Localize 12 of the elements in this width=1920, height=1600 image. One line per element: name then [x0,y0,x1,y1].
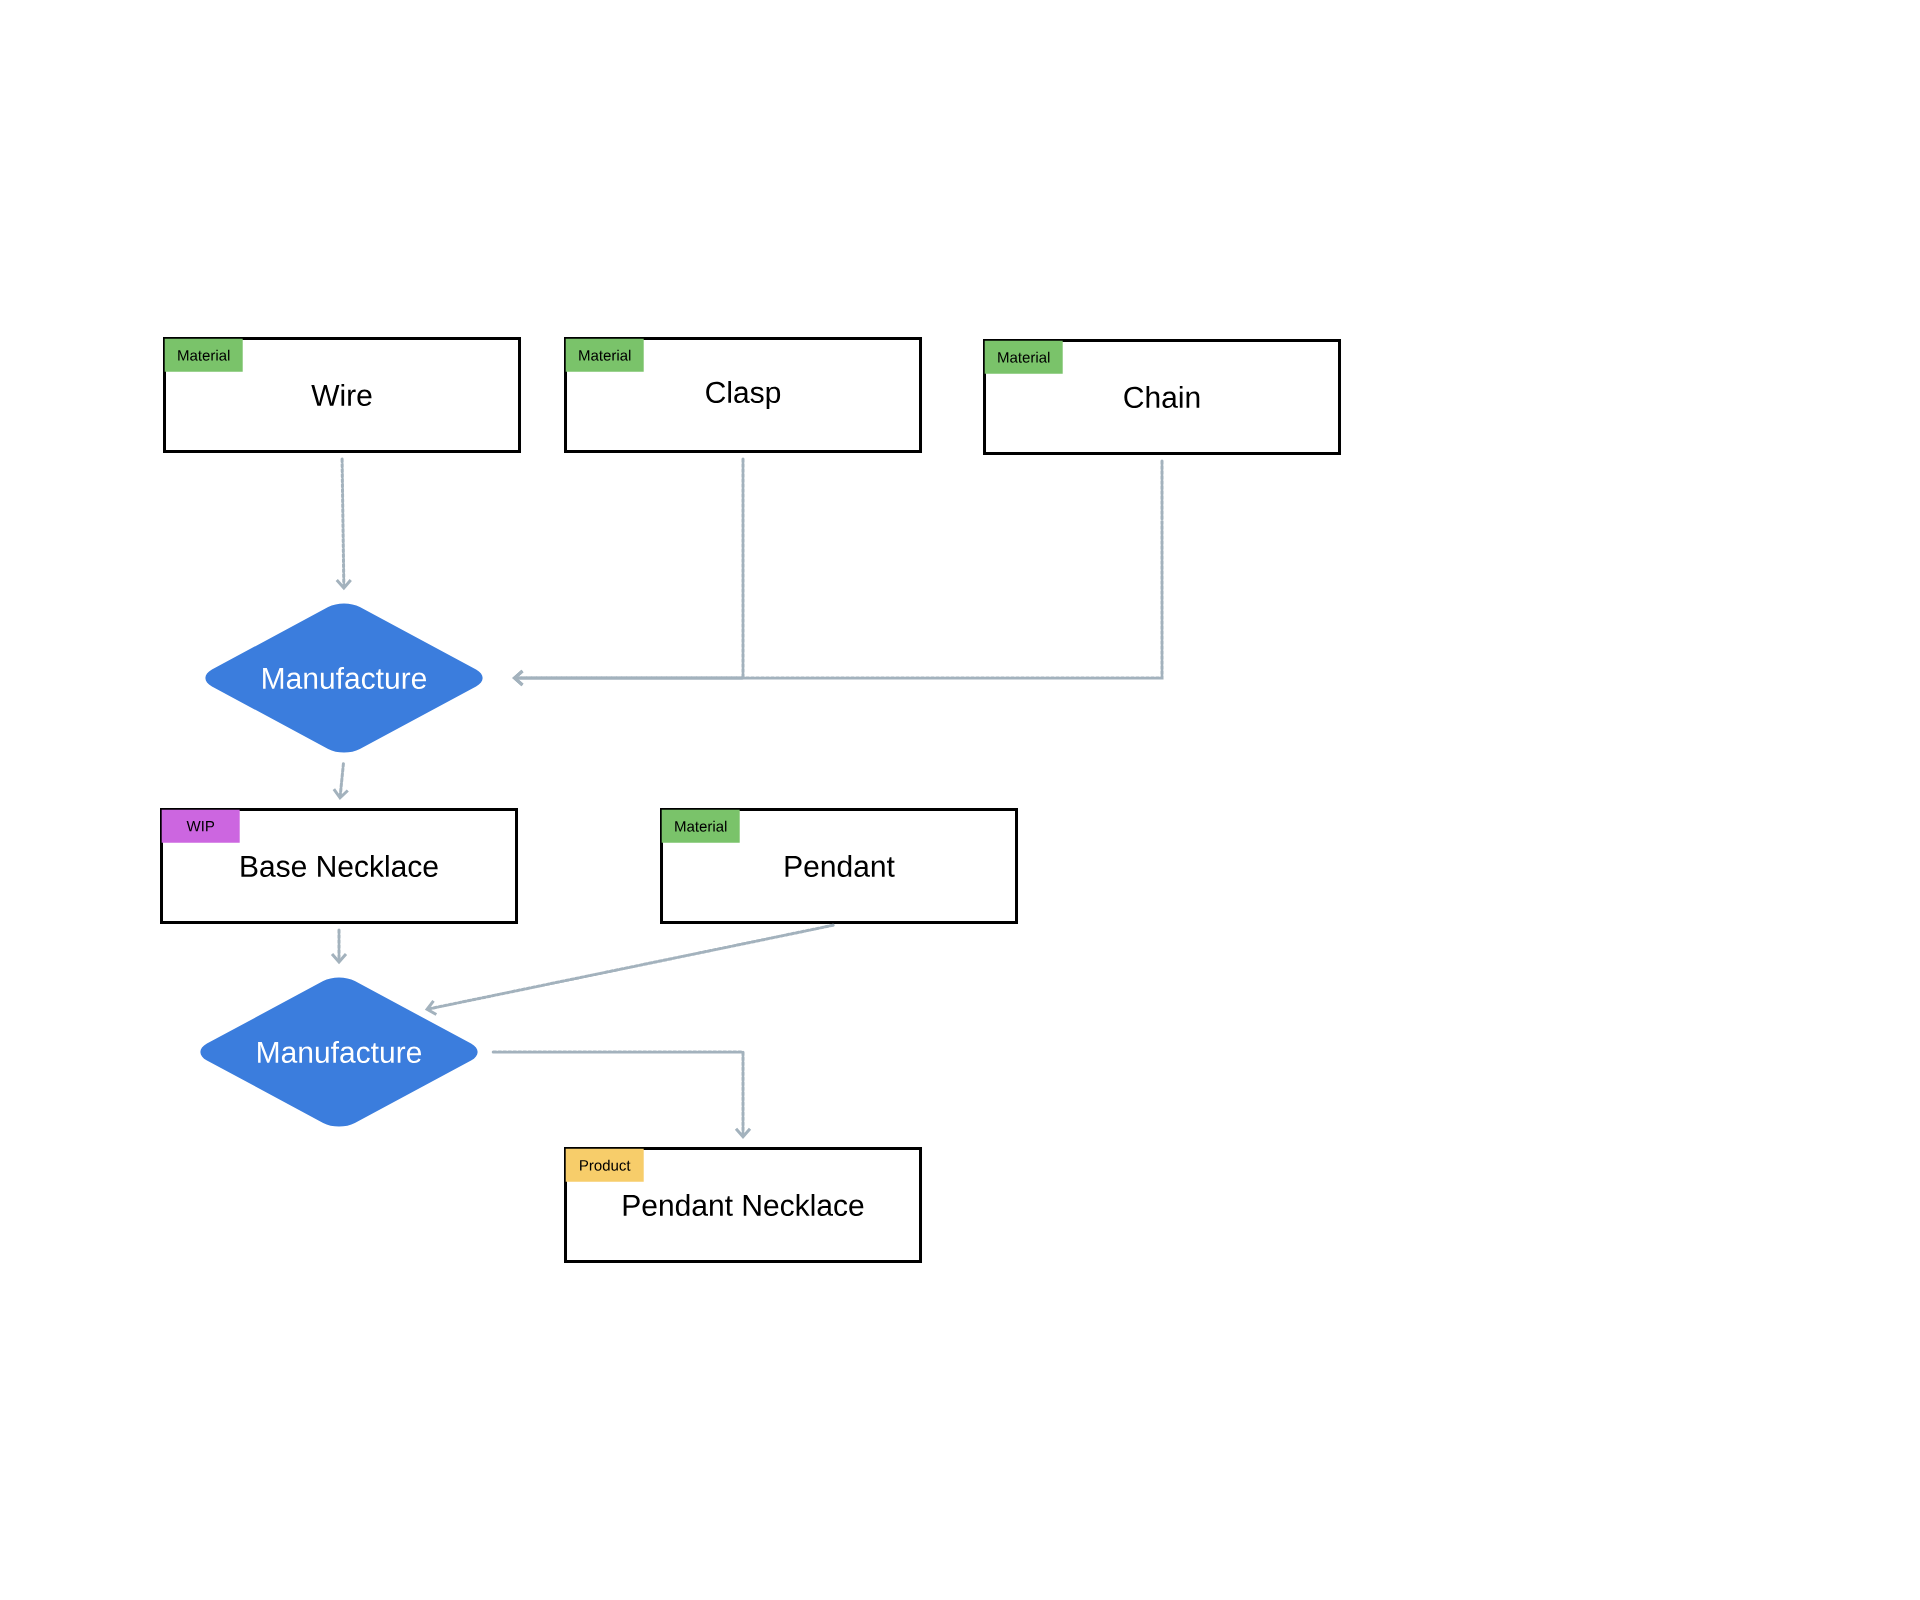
tag-label: Material [164,338,243,372]
arrow [335,457,352,591]
arrow [330,928,348,965]
arrow [491,1050,752,1139]
tag-label: Product [565,1148,644,1182]
arrow [512,459,1164,687]
tag-label: Material [565,338,644,372]
arrow [424,923,835,1016]
arrow [332,762,349,801]
tag-label: WIP [161,809,240,843]
tag-label: Material [661,809,740,843]
tag-label: Material [984,340,1063,374]
